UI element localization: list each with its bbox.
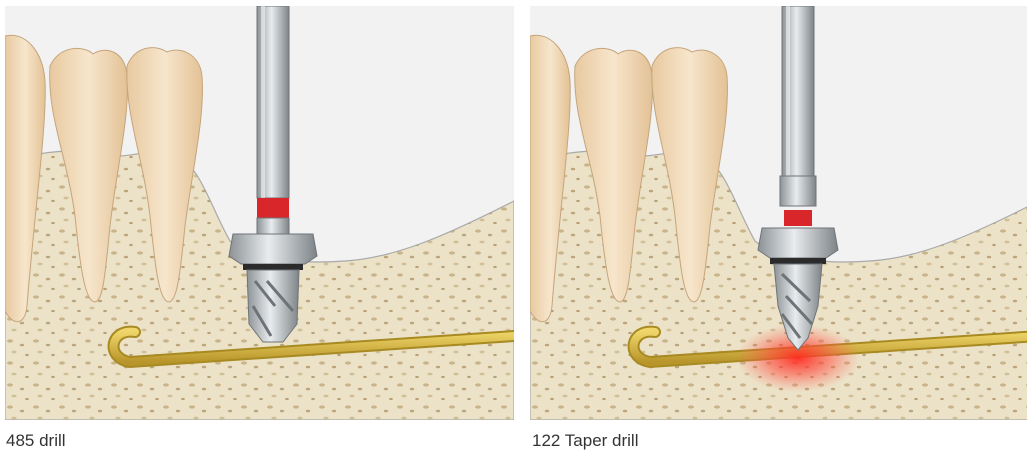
taper-drill-nerve-contact-illustration xyxy=(530,6,1027,420)
drill-illustration-left xyxy=(5,6,514,420)
implant-drill-illustration xyxy=(5,6,514,420)
caption-122-taper-drill: 122 Taper drill xyxy=(532,431,638,451)
drill-illustration-right xyxy=(530,6,1027,420)
caption-485-drill: 485 drill xyxy=(6,431,66,451)
